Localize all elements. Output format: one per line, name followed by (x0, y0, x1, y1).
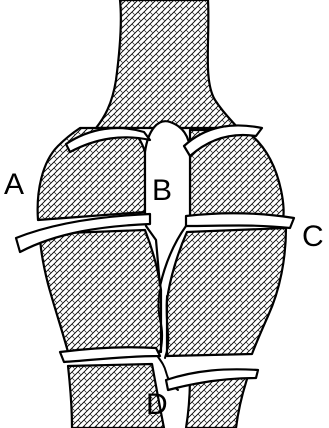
band-middle-right (186, 213, 294, 228)
label-a: A (4, 168, 24, 201)
label-c: C (302, 220, 324, 253)
label-d: D (146, 388, 168, 421)
lower-left-segment (40, 230, 161, 352)
band-lower-left (60, 347, 160, 362)
label-b: B (152, 174, 172, 207)
lower-right-segment (167, 228, 286, 356)
upper-shaft (96, 0, 238, 128)
